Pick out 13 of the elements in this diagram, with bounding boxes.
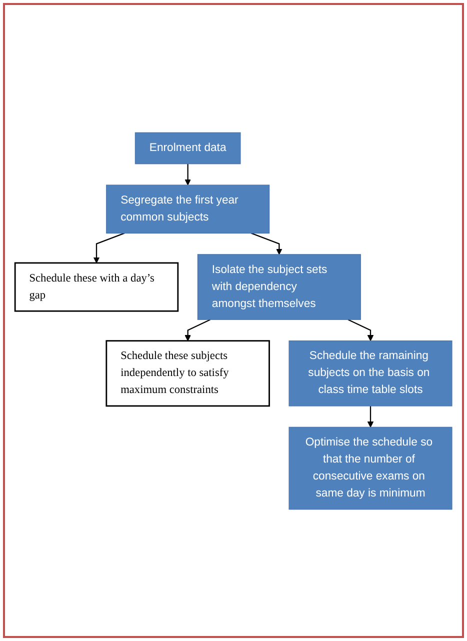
arrow [184,318,211,341]
node-box: Isolate the subject sets with dependency amongst themselves [197,254,361,320]
node-box: Schedule these subjects independently to satisfy maximum constraints [106,340,270,406]
node-box: Segregate the first year common subjects [106,184,270,234]
arrow [93,232,125,263]
node-box: Optimise the schedule so that the number of consecutive exams on same day is minimum [288,426,452,510]
arrow [184,163,191,185]
arrow [251,232,282,254]
node-box: Schedule these with a day’s gap [14,262,179,312]
node-box: Schedule the ramaining subjects on the basis on class time table slots [288,340,452,406]
arrow [348,318,374,341]
arrow [367,405,374,427]
node-box: Enrolment data [134,132,241,164]
